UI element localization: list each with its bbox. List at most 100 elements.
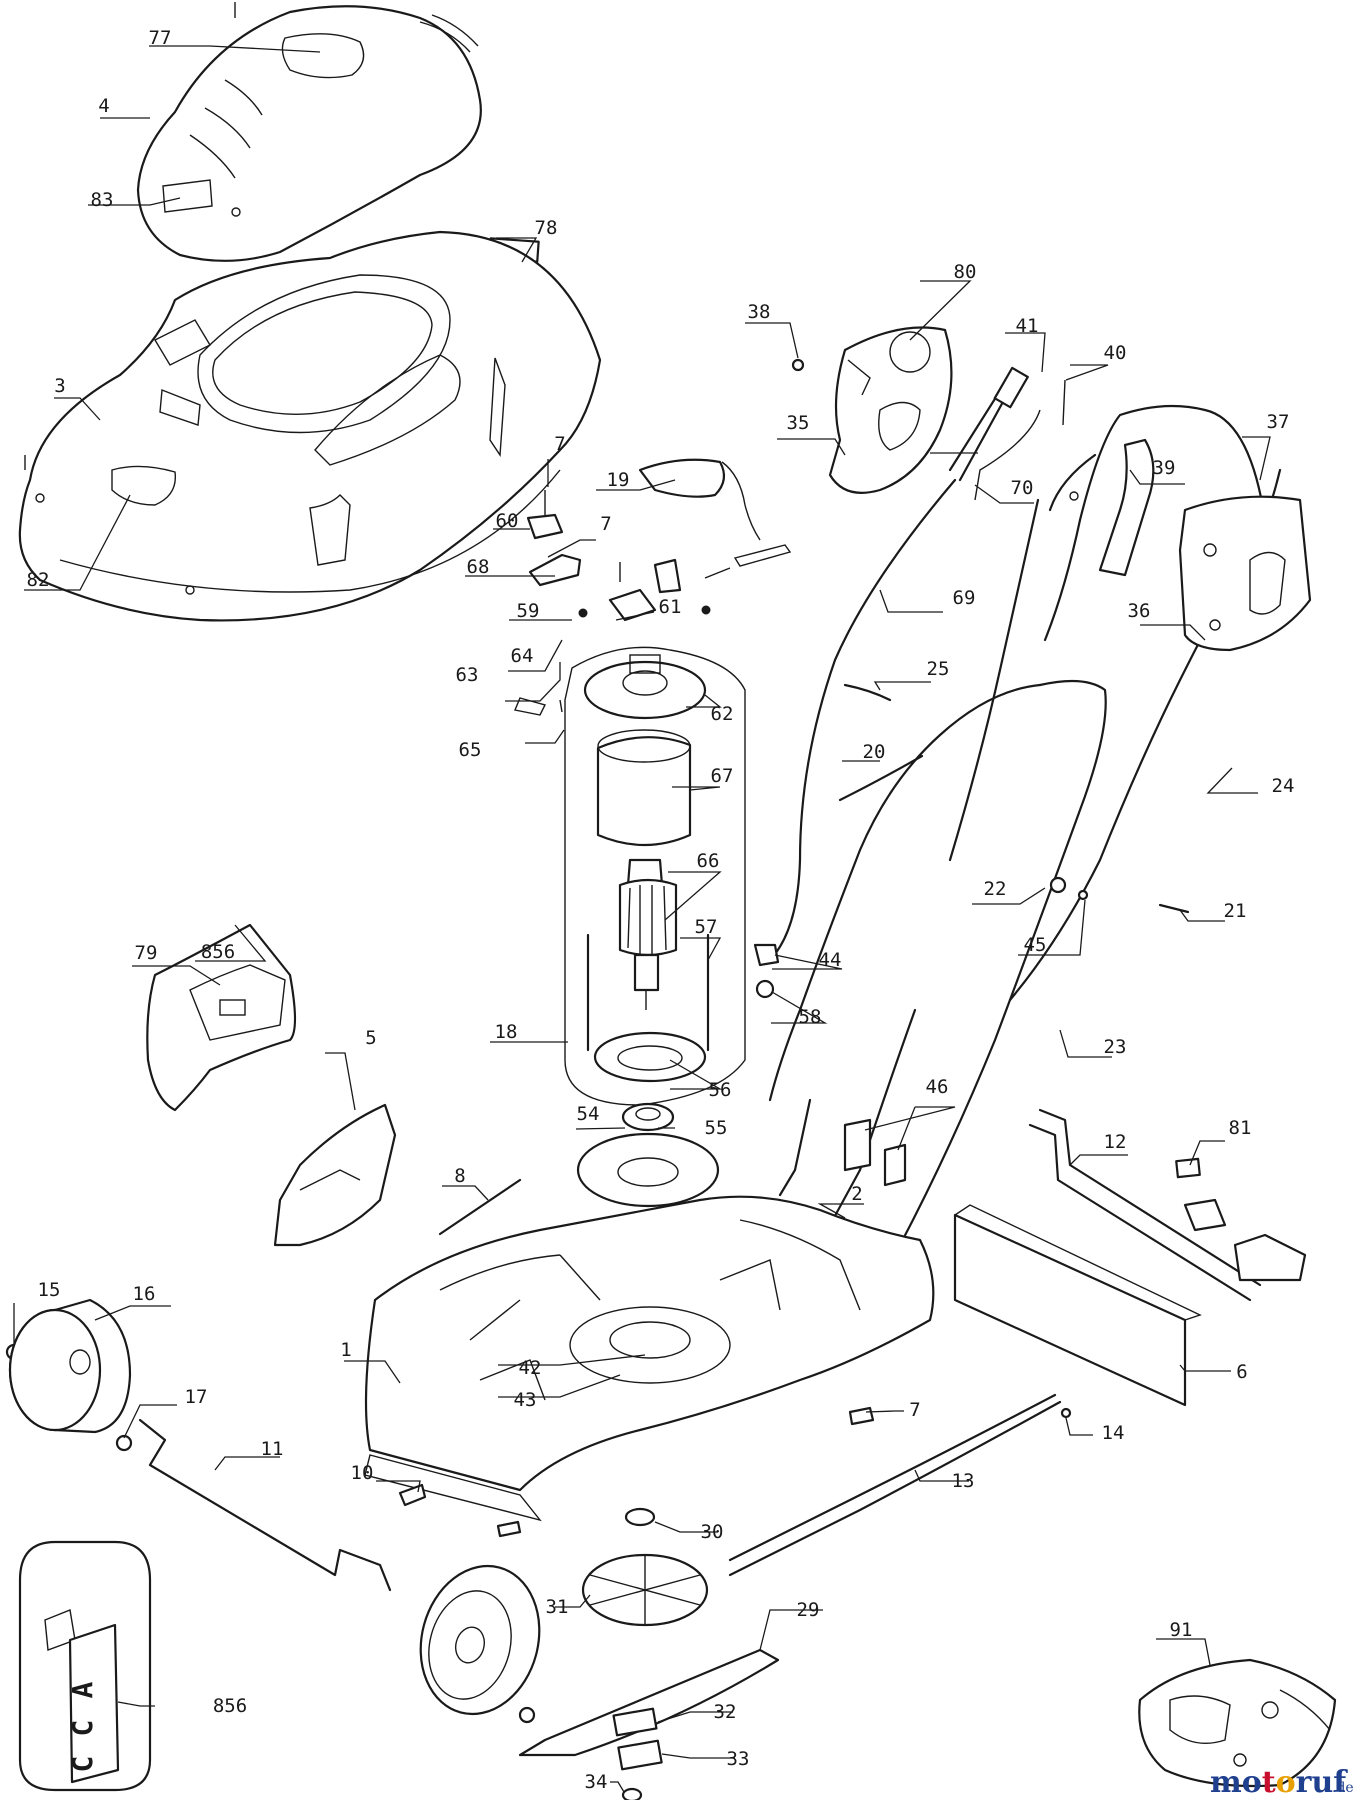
bar-part-12-edge xyxy=(1028,1123,1252,1302)
watermark-logo: motoruf .de xyxy=(1210,1765,1354,1800)
callout-70: 70 xyxy=(1011,477,1034,499)
callout-68: 68 xyxy=(467,556,490,578)
callout-40: 40 xyxy=(1104,342,1127,364)
watermark-suffix: .de xyxy=(1332,1780,1354,1796)
bolt-part-34 xyxy=(621,1787,643,1800)
inset-letter-c1: C xyxy=(66,1720,99,1737)
clip-part-44 xyxy=(753,943,780,967)
main-housing-part xyxy=(18,230,602,622)
svg-text:motoruf: motoruf xyxy=(1210,1765,1348,1800)
callout-856-box: 856 xyxy=(201,941,235,963)
callout-37: 37 xyxy=(1267,411,1290,433)
callout-43: 43 xyxy=(514,1389,537,1411)
motor-endcap-part xyxy=(583,654,707,720)
fan-part xyxy=(581,1553,709,1627)
callout-65: 65 xyxy=(459,739,482,761)
axle-part-11 xyxy=(138,1418,392,1592)
callout-11: 11 xyxy=(261,1438,284,1460)
motor-base-part xyxy=(576,1132,720,1208)
lever-part-39 xyxy=(1098,438,1155,577)
inset-letter-c2: C xyxy=(66,1756,99,1773)
callout-21: 21 xyxy=(1224,900,1247,922)
callout-62: 62 xyxy=(711,703,734,725)
callout-67: 67 xyxy=(711,765,734,787)
washer-part xyxy=(621,1102,675,1132)
callout-82: 82 xyxy=(27,569,50,591)
bearing-plate-part xyxy=(593,1031,707,1083)
stator-part xyxy=(596,729,692,847)
nut-part-38 xyxy=(791,358,805,372)
callout-38: 38 xyxy=(748,301,771,323)
clip-part-25 xyxy=(843,683,892,702)
rear-guard-part xyxy=(273,1103,397,1247)
bar-part-13-edge xyxy=(728,1400,1062,1577)
callout-1: 1 xyxy=(340,1339,351,1361)
watermark-o: t xyxy=(1262,1765,1276,1800)
callout-55: 55 xyxy=(705,1117,728,1139)
callout-60: 60 xyxy=(496,510,519,532)
callout-69: 69 xyxy=(953,587,976,609)
callout-46: 46 xyxy=(926,1076,949,1098)
cable-part-69 xyxy=(768,478,957,962)
callout-57: 57 xyxy=(695,916,718,938)
callout-63: 63 xyxy=(456,664,479,686)
callout-79: 79 xyxy=(135,942,158,964)
callout-20: 20 xyxy=(863,741,886,763)
callout-41: 41 xyxy=(1016,315,1039,337)
callout-17: 17 xyxy=(185,1386,208,1408)
callout-32: 32 xyxy=(714,1701,737,1723)
callout-22: 22 xyxy=(984,878,1007,900)
callout-34: 34 xyxy=(585,1771,608,1793)
callout-33: 33 xyxy=(727,1748,750,1770)
callout-77: 77 xyxy=(149,27,172,49)
clip-part-46 xyxy=(843,1118,907,1187)
callout-35: 35 xyxy=(787,412,810,434)
washer-part-58 xyxy=(755,979,775,999)
accessory-kit-part xyxy=(1138,1658,1337,1788)
callout-6: 6 xyxy=(1236,1361,1247,1383)
callout-25: 25 xyxy=(927,658,950,680)
callout-7-middle: 7 xyxy=(600,513,611,535)
callout-81: 81 xyxy=(1229,1117,1252,1139)
plate-part-33 xyxy=(617,1739,663,1771)
callout-5: 5 xyxy=(365,1027,376,1049)
callout-61: 61 xyxy=(659,596,682,618)
switch-housing-part xyxy=(828,326,953,494)
label-part-81 xyxy=(1175,1157,1201,1179)
plate-part-32 xyxy=(612,1707,658,1737)
control-box-part xyxy=(1178,495,1312,652)
watermark-t: o xyxy=(1276,1765,1296,1800)
motor-assembly-outline xyxy=(564,646,746,1106)
callout-16: 16 xyxy=(133,1283,156,1305)
grass-flap-part xyxy=(953,1204,1202,1407)
callout-856-inset: 856 xyxy=(213,1695,247,1717)
bolt-part-21 xyxy=(1158,903,1190,914)
callout-13: 13 xyxy=(952,1470,975,1492)
callout-18: 18 xyxy=(495,1021,518,1043)
callout-91: 91 xyxy=(1170,1619,1193,1641)
callout-7-upper: 7 xyxy=(554,433,565,455)
rod-part-8 xyxy=(438,1178,522,1236)
callout-44: 44 xyxy=(819,949,842,971)
callout-54: 54 xyxy=(577,1103,600,1125)
watermark-m: mo xyxy=(1210,1765,1262,1800)
callout-59: 59 xyxy=(517,600,540,622)
callout-66: 66 xyxy=(697,850,720,872)
callout-31: 31 xyxy=(546,1596,569,1618)
callout-23: 23 xyxy=(1104,1036,1127,1058)
callout-39: 39 xyxy=(1153,457,1176,479)
callout-15: 15 xyxy=(38,1279,61,1301)
bracket-part-lower xyxy=(496,1520,522,1538)
leader-lines xyxy=(13,45,1271,1793)
washer-part-45 xyxy=(1077,889,1089,901)
callout-80: 80 xyxy=(954,261,977,283)
callout-83: 83 xyxy=(91,189,114,211)
blade-part xyxy=(518,1648,780,1757)
tie-part-20 xyxy=(838,754,924,802)
callout-3: 3 xyxy=(54,375,65,397)
armature-part xyxy=(618,858,678,1010)
switch-bracket-parts xyxy=(514,458,792,716)
rear-wheel-part xyxy=(5,1298,133,1452)
callout-19: 19 xyxy=(607,469,630,491)
